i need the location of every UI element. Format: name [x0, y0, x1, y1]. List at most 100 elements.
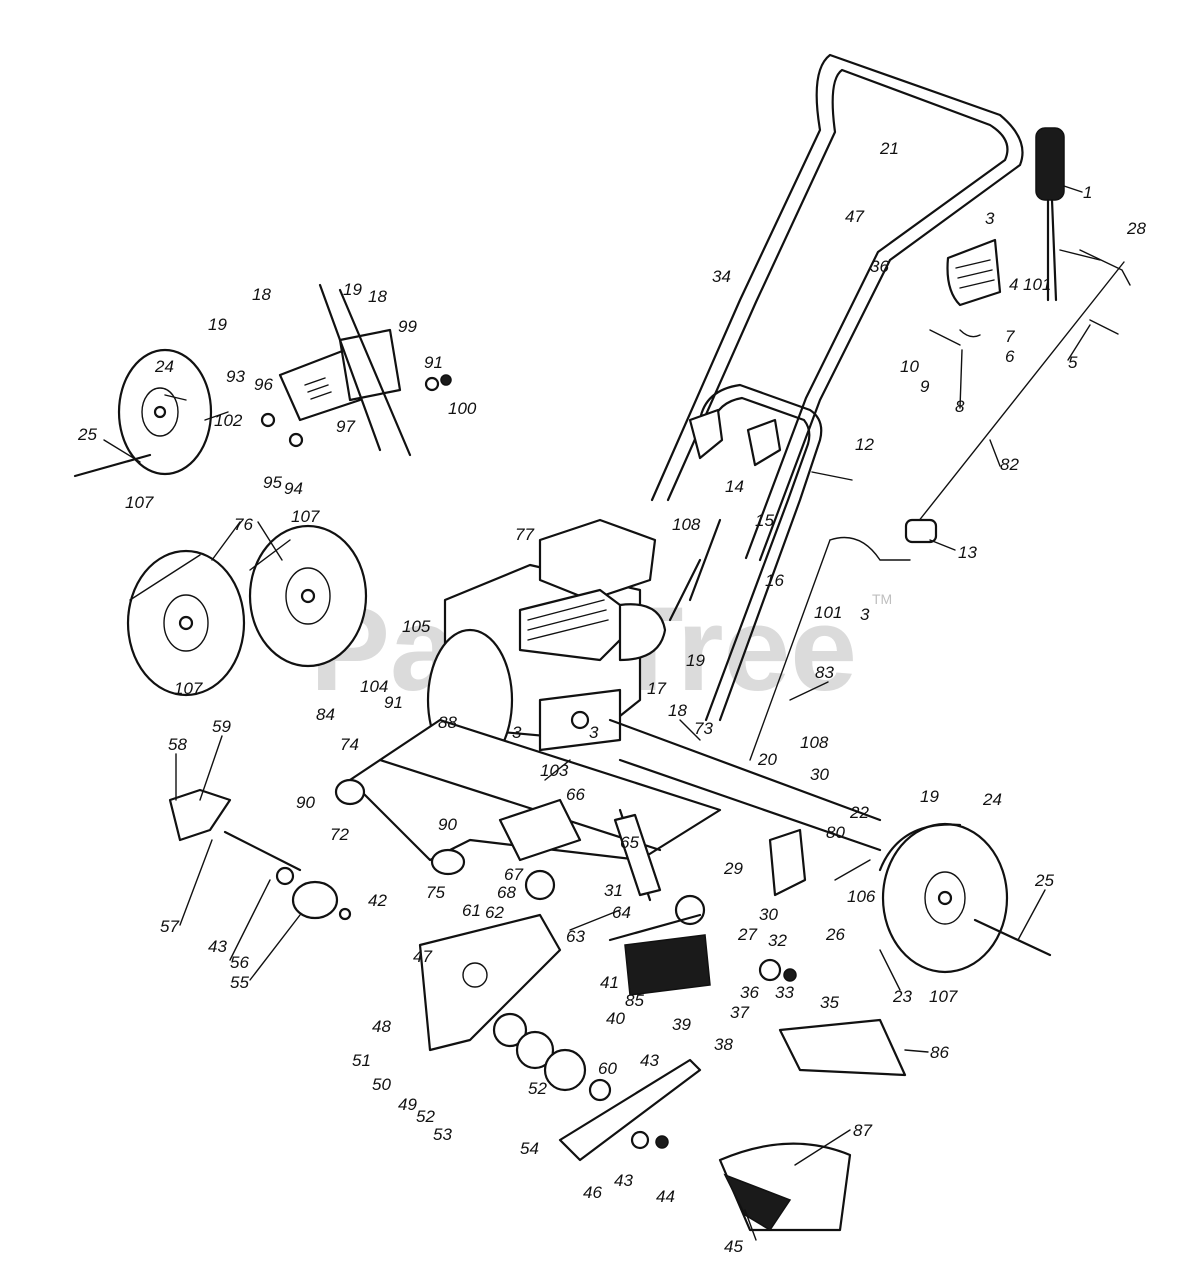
label-91-top: 91 — [424, 353, 443, 372]
label-82: 82 — [1000, 455, 1019, 474]
label-73: 73 — [694, 719, 713, 738]
label-52-b: 52 — [528, 1079, 547, 1098]
label-97: 97 — [336, 417, 355, 436]
label-34: 34 — [712, 267, 731, 286]
label-6: 6 — [1005, 347, 1015, 366]
label-106: 106 — [847, 887, 876, 906]
label-23: 23 — [892, 987, 912, 1006]
label-37: 37 — [730, 1003, 749, 1022]
label-47-handle: 47 — [845, 207, 864, 226]
label-90-b: 90 — [438, 815, 457, 834]
label-35: 35 — [820, 993, 839, 1012]
left-bolt-group — [168, 788, 352, 921]
throttle-bracket — [946, 238, 1002, 307]
label-59: 59 — [212, 717, 231, 736]
label-84: 84 — [316, 705, 335, 724]
front-wheel-left — [73, 348, 229, 478]
label-104: 104 — [360, 677, 388, 696]
label-17: 17 — [647, 679, 666, 698]
label-48: 48 — [372, 1017, 391, 1036]
label-58: 58 — [168, 735, 187, 754]
label-19-top-a: 19 — [208, 315, 227, 334]
label-3-handle: 3 — [985, 209, 995, 228]
label-46: 46 — [583, 1183, 602, 1202]
control-cable-end — [904, 518, 938, 544]
label-1: 1 — [1083, 183, 1092, 202]
engine — [426, 518, 667, 772]
label-4: 4 — [1009, 275, 1018, 294]
label-101-mid: 101 — [814, 603, 842, 622]
label-54: 54 — [520, 1139, 539, 1158]
label-85: 85 — [625, 991, 644, 1010]
rear-wheels — [126, 524, 368, 697]
label-52-a: 52 — [416, 1107, 435, 1126]
label-88: 88 — [438, 713, 457, 732]
label-12: 12 — [855, 435, 874, 454]
label-29: 29 — [723, 859, 743, 878]
label-43-bottom: 43 — [614, 1171, 633, 1190]
label-25-right: 25 — [1034, 871, 1054, 890]
label-5: 5 — [1068, 353, 1078, 372]
label-68: 68 — [497, 883, 516, 902]
label-36-handle: 36 — [870, 257, 889, 276]
label-75: 75 — [426, 883, 445, 902]
label-19-top-b: 19 — [343, 280, 362, 299]
label-51: 51 — [352, 1051, 371, 1070]
label-107-b: 107 — [291, 507, 320, 526]
label-22: 22 — [849, 803, 869, 822]
label-64: 64 — [612, 903, 631, 922]
part-labels: 1 3 4 101 5 6 7 8 9 10 12 13 14 15 16 17… — [77, 139, 1146, 1256]
label-83: 83 — [815, 663, 834, 682]
handle-grip — [1035, 127, 1065, 201]
label-21: 21 — [879, 139, 899, 158]
label-100: 100 — [448, 399, 477, 418]
label-102: 102 — [214, 411, 243, 430]
label-60: 60 — [598, 1059, 617, 1078]
label-95: 95 — [263, 473, 282, 492]
label-61: 61 — [462, 901, 481, 920]
label-65: 65 — [620, 833, 639, 852]
label-20: 20 — [757, 750, 777, 769]
lower-handle — [668, 383, 853, 722]
label-26: 26 — [825, 925, 845, 944]
label-108-b: 108 — [800, 733, 829, 752]
label-18-mid: 18 — [668, 701, 687, 720]
label-25-left: 25 — [77, 425, 97, 444]
label-63: 63 — [566, 927, 585, 946]
label-87: 87 — [853, 1121, 872, 1140]
label-57: 57 — [160, 917, 179, 936]
label-86: 86 — [930, 1043, 949, 1062]
label-31: 31 — [604, 881, 623, 900]
label-7: 7 — [1005, 327, 1015, 346]
label-40: 40 — [606, 1009, 625, 1028]
label-32: 32 — [768, 931, 787, 950]
label-56: 56 — [230, 953, 249, 972]
drive-cable — [749, 539, 831, 761]
leader-lines — [103, 185, 1091, 1241]
label-99: 99 — [398, 317, 417, 336]
label-101-handle: 101 — [1023, 275, 1051, 294]
label-39: 39 — [672, 1015, 691, 1034]
label-49: 49 — [398, 1095, 417, 1114]
label-19-mid: 19 — [686, 651, 705, 670]
label-10: 10 — [900, 357, 919, 376]
label-77: 77 — [515, 525, 534, 544]
label-93: 93 — [226, 367, 245, 386]
label-38: 38 — [714, 1035, 733, 1054]
label-62: 62 — [485, 903, 504, 922]
front-wheel-right — [768, 822, 1052, 974]
label-36-gear: 36 — [740, 983, 759, 1002]
label-24-left: 24 — [154, 357, 174, 376]
label-33: 33 — [775, 983, 794, 1002]
label-96: 96 — [254, 375, 273, 394]
label-47-plate: 47 — [413, 947, 432, 966]
blade-assembly — [418, 869, 907, 1232]
handle-assembly — [650, 53, 1131, 562]
label-41: 41 — [600, 973, 619, 992]
label-14: 14 — [725, 477, 744, 496]
label-43-left: 43 — [208, 937, 227, 956]
label-30-b: 30 — [759, 905, 778, 924]
label-30-a: 30 — [810, 765, 829, 784]
